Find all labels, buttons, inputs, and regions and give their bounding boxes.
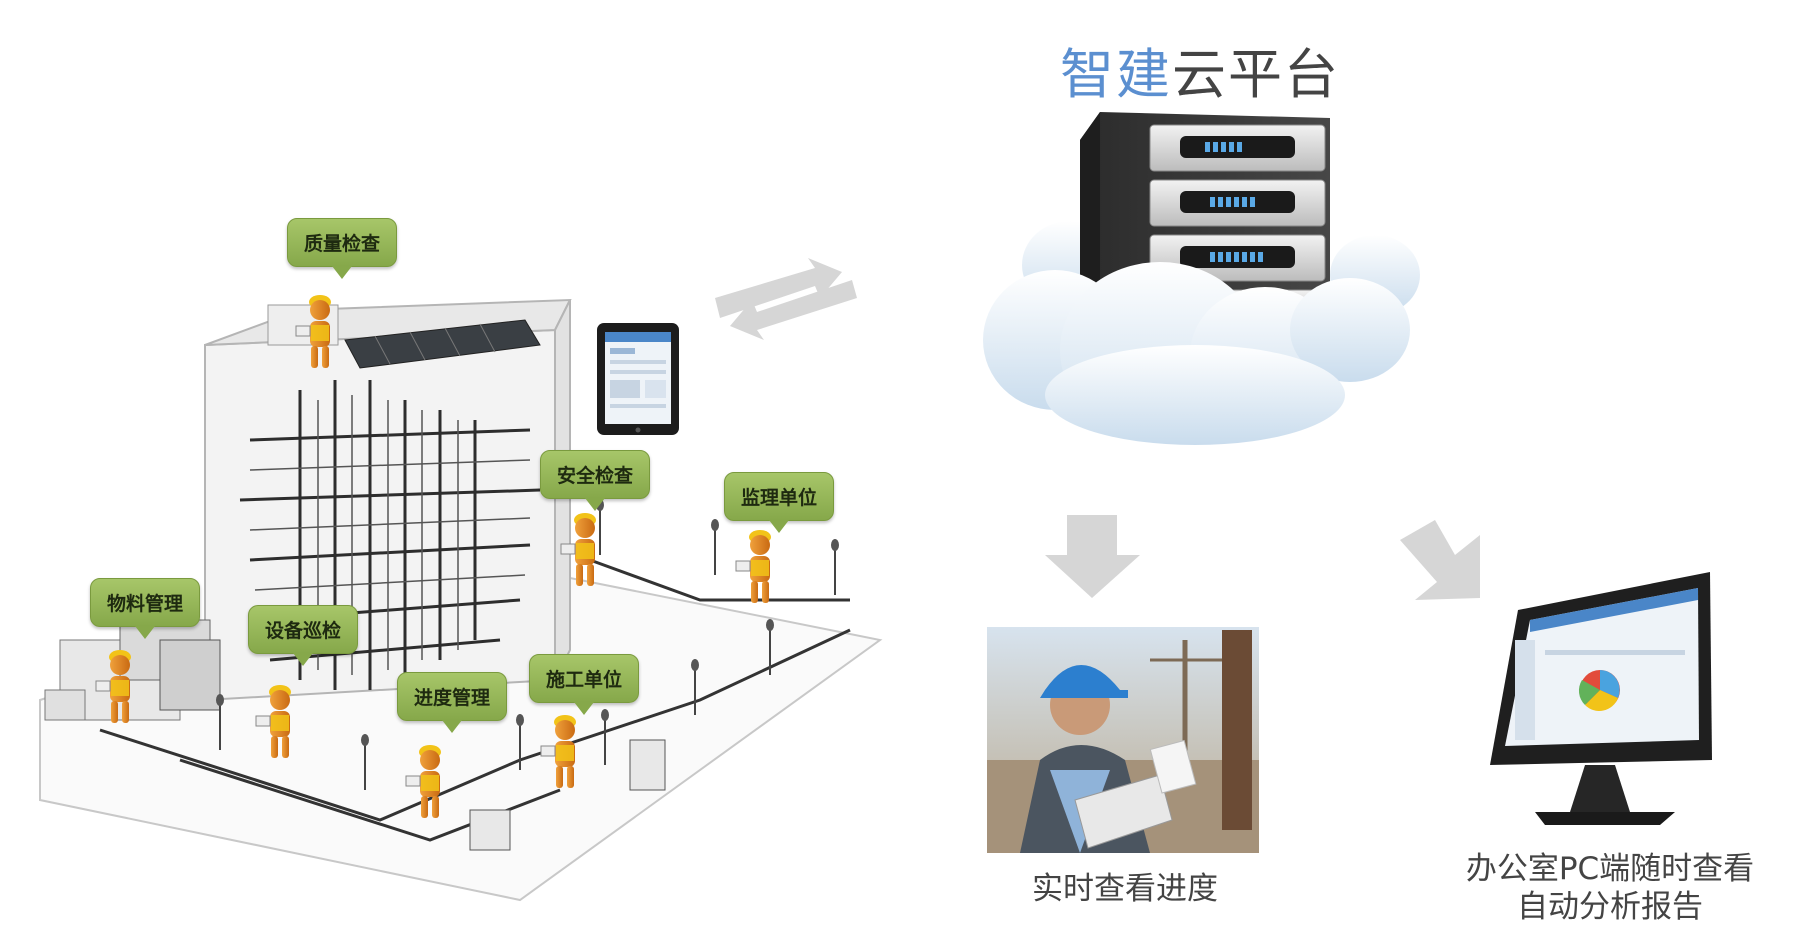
- bubble-material-management: 物料管理: [90, 578, 201, 639]
- bubble-supervision-unit: 监理单位: [724, 472, 835, 533]
- arrow-down-icon: [1045, 515, 1140, 598]
- bubble-safety-check: 安全检查: [540, 450, 651, 511]
- tablet-device: [597, 323, 679, 435]
- worker-supervision: [735, 529, 772, 604]
- pc-monitor: [1490, 572, 1712, 825]
- title-accent: 智建: [1060, 43, 1172, 106]
- caption-pc-line1: 办公室PC端随时查看: [1465, 851, 1755, 887]
- bubble-construction-unit: 施工单位: [529, 654, 640, 715]
- caption-mobile: 实时查看进度: [1032, 871, 1218, 907]
- bubble-progress-management: 进度管理: [397, 672, 508, 733]
- sync-arrows-icon: [715, 258, 857, 340]
- bubble-equipment-inspection: 设备巡检: [248, 605, 359, 666]
- caption-pc-line2: 自动分析报告: [1517, 889, 1703, 925]
- title-rest: 云平台: [1172, 43, 1340, 106]
- bubble-quality-check: 质量检查: [287, 218, 398, 279]
- engineer-photo: [987, 627, 1259, 853]
- cloud-server-icon: [983, 112, 1420, 445]
- arrow-diagonal-icon: [1400, 520, 1480, 600]
- platform-title: 智建云平台: [1060, 30, 1360, 109]
